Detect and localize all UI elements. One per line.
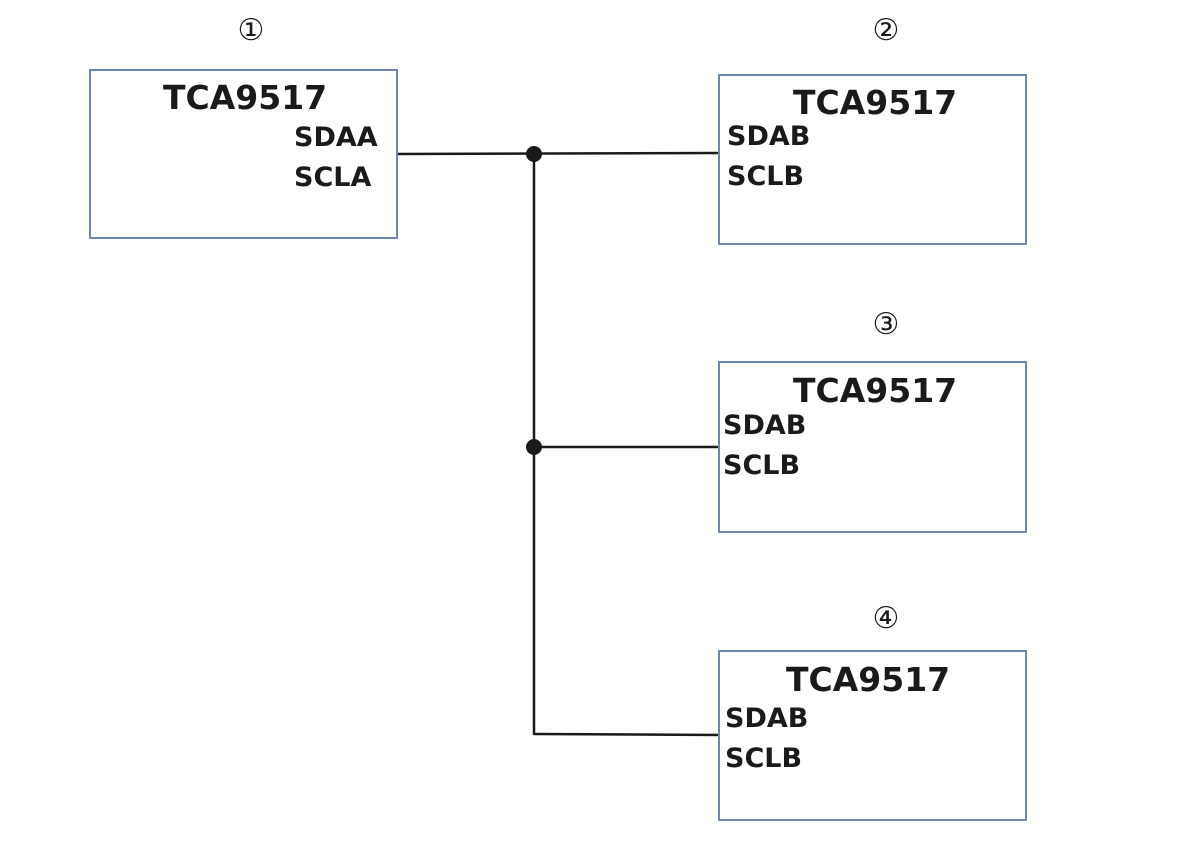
device-1-box: TCA9517 SDAA SCLA bbox=[89, 69, 398, 239]
device-2-box: TCA9517 SDAB SCLB bbox=[718, 74, 1027, 245]
device-2-name: TCA9517 bbox=[793, 83, 958, 122]
device-3-name: TCA9517 bbox=[793, 371, 958, 410]
device-3-number: ③ bbox=[872, 307, 900, 342]
junction-dot-middle bbox=[526, 439, 542, 455]
device-4-pin-sda: SDAB bbox=[725, 703, 809, 734]
device-4-name: TCA9517 bbox=[786, 660, 951, 699]
device-2-pin-sda: SDAB bbox=[727, 121, 811, 152]
wire-to-device-4 bbox=[533, 732, 721, 737]
device-3-pin-scl: SCLB bbox=[723, 450, 801, 481]
device-1-pin-sda: SDAA bbox=[294, 122, 378, 153]
device-2-pin-scl: SCLB bbox=[727, 161, 805, 192]
device-1-name: TCA9517 bbox=[163, 78, 328, 117]
device-2-number: ② bbox=[872, 13, 900, 48]
junction-dot-top bbox=[526, 146, 542, 162]
device-4-box: TCA9517 SDAB SCLB bbox=[718, 650, 1027, 821]
device-4-pin-scl: SCLB bbox=[725, 743, 803, 774]
device-3-pin-sda: SDAB bbox=[723, 410, 807, 441]
device-4-number: ④ bbox=[872, 601, 900, 636]
device-1-number: ① bbox=[237, 13, 265, 48]
device-3-box: TCA9517 SDAB SCLB bbox=[718, 361, 1027, 533]
device-1-pin-scl: SCLA bbox=[294, 162, 372, 193]
wire-main-horizontal bbox=[396, 151, 721, 156]
